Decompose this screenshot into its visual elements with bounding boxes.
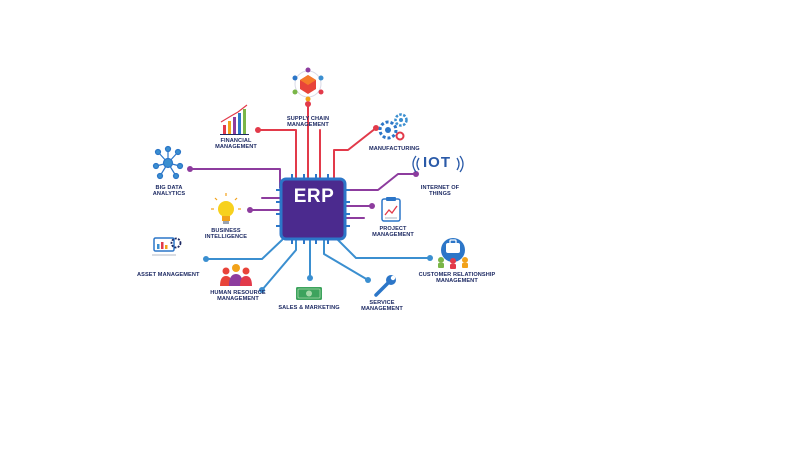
iot-icon-text: IOT (423, 154, 451, 171)
connector-dot-financial (255, 127, 261, 133)
connector-dot-project (369, 203, 375, 209)
clipboard-icon (381, 197, 401, 222)
label-service: SERVICE MANAGEMENT (361, 300, 403, 313)
iot-icon (412, 155, 464, 173)
erp-chip-label: ERP (293, 186, 335, 207)
wrench-icon (374, 275, 396, 297)
connector-service (323, 239, 369, 281)
connector-big-data (189, 168, 281, 189)
connector-dot-asset (203, 256, 209, 262)
connectors-bottom (203, 239, 433, 293)
connector-manufacturing (333, 127, 377, 179)
gears-icon (378, 113, 408, 141)
connector-dot-iot (413, 171, 419, 177)
connectors-top (255, 101, 379, 179)
crm-people-icon (438, 238, 468, 269)
erp-chip (276, 174, 350, 244)
label-supply-chain: SUPPLY CHAIN MANAGEMENT (286, 116, 330, 129)
connector-dot-hr (259, 287, 265, 293)
connector-dot-bi (247, 207, 253, 213)
connector-dot-sales (307, 275, 313, 281)
label-business-intelligence: BUSINESS INTELLIGENCE (204, 228, 248, 241)
label-human-resource: HUMAN RESOURCE MANAGEMENT (210, 290, 266, 303)
network-hub-icon (152, 145, 184, 180)
connector-iot (345, 173, 417, 191)
people-group-icon (220, 264, 252, 286)
connectors-sides (187, 166, 419, 219)
connector-asset (205, 239, 283, 260)
connector-dot-big-data (187, 166, 193, 172)
lightbulb-icon (211, 193, 241, 224)
connector-dot-supply-chain (305, 101, 311, 107)
connector-dot-manufacturing (373, 125, 379, 131)
bar-chart-icon (220, 104, 249, 135)
label-manufacturing: MANUFACTURING (369, 146, 420, 152)
label-crm: CUSTOMER RELATIONSHIP MANAGEMENT (418, 272, 496, 285)
connector-financial (257, 129, 297, 179)
chip-body (279, 177, 347, 241)
supply-chain-icon (292, 67, 324, 102)
label-sales-marketing: SALES & MARKETING (278, 305, 340, 311)
connector-hr (261, 239, 297, 291)
label-asset: ASSET MANAGEMENT (137, 272, 200, 278)
dashboard-icon (152, 237, 182, 256)
label-financial: FINANCIAL MANAGEMENT (215, 138, 257, 151)
label-iot: INTERNET OF THINGS (420, 185, 460, 198)
label-big-data: BIG DATA ANALYTICS (152, 185, 186, 198)
connector-dot-service (365, 277, 371, 283)
label-project: PROJECT MANAGEMENT (372, 226, 414, 239)
money-bill-icon (296, 287, 322, 300)
connector-dot-crm (427, 255, 433, 261)
connector-crm (337, 239, 431, 259)
